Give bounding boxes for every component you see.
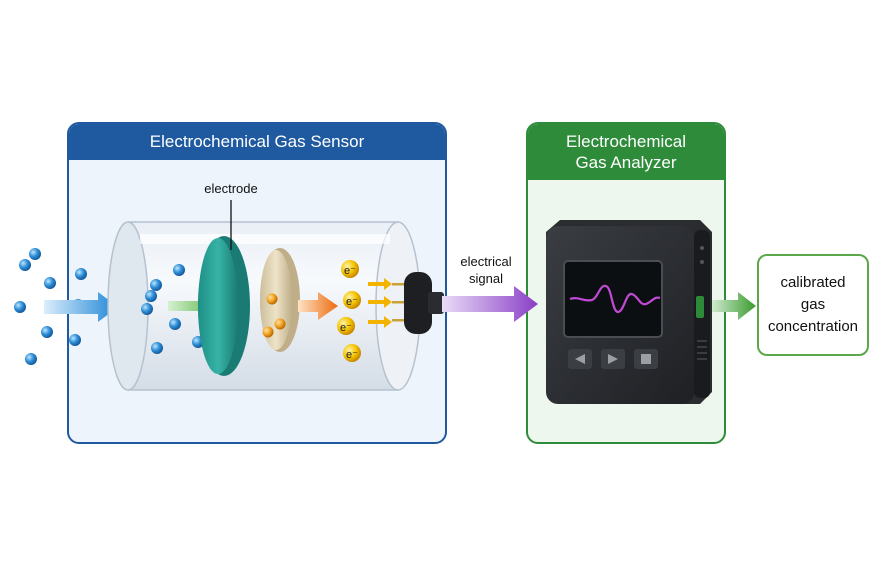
analyzer-device xyxy=(546,220,712,404)
analyzer-title-line1: Electrochemical xyxy=(566,132,686,151)
electrons: e⁻ e⁻ e⁻ e⁻ xyxy=(337,260,361,362)
sensor-title: Electrochemical Gas Sensor xyxy=(69,124,445,160)
gas-inflow-arrow xyxy=(44,292,118,322)
connector xyxy=(392,272,444,334)
ion-flow-arrow xyxy=(298,292,338,320)
analyzer-title-line2: Gas Analyzer xyxy=(575,153,677,172)
stop-icon xyxy=(641,354,651,364)
svg-text:e⁻: e⁻ xyxy=(346,296,358,308)
result-line2: gas xyxy=(800,296,826,313)
signal-arrow xyxy=(442,286,538,322)
signal-label-line1: electrical xyxy=(460,254,512,269)
result-line1: calibrated xyxy=(780,274,846,291)
previous-icon xyxy=(575,354,585,364)
electrode xyxy=(198,236,250,376)
svg-text:e⁻: e⁻ xyxy=(340,322,352,334)
result-line3: concentration xyxy=(767,318,859,335)
svg-text:e⁻: e⁻ xyxy=(344,265,356,277)
analyzer-screen xyxy=(563,260,663,338)
ions xyxy=(262,293,286,338)
electrode-label: electrode xyxy=(204,181,258,196)
electron-flow-arrows xyxy=(368,278,392,328)
output-arrow xyxy=(712,292,756,320)
electron: e⁻ xyxy=(341,260,359,278)
analyzer-buttons xyxy=(568,349,658,369)
gas-molecules-inside xyxy=(141,264,218,354)
electron: e⁻ xyxy=(343,344,361,362)
signal-label-line2: signal xyxy=(469,271,503,286)
waveform xyxy=(569,284,661,314)
electron: e⁻ xyxy=(343,291,361,309)
svg-text:e⁻: e⁻ xyxy=(346,349,358,361)
electron: e⁻ xyxy=(337,317,355,335)
next-icon xyxy=(608,354,618,364)
analyzer-title: Electrochemical Gas Analyzer xyxy=(528,124,724,180)
result-box: calibrated gas concentration xyxy=(757,254,869,356)
signal-label: electrical signal xyxy=(449,253,523,287)
